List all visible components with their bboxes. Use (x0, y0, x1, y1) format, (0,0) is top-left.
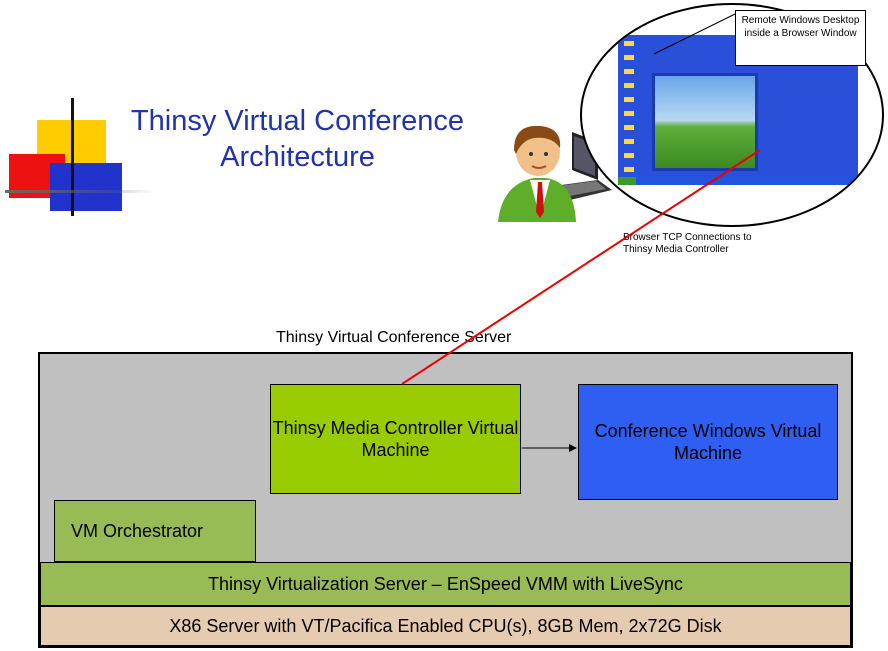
media-controller-label: Thinsy Media Controller Virtual Machine (272, 418, 519, 460)
virtualization-layer: Thinsy Virtualization Server – EnSpeed V… (40, 562, 851, 606)
desktop-icons (624, 41, 634, 176)
decor-blue-square (50, 163, 122, 211)
server-title: Thinsy Virtual Conference Server (276, 329, 512, 346)
inner-window (652, 73, 758, 171)
start-button (618, 177, 636, 185)
conference-vm-label: Conference Windows Virtual Machine (594, 421, 822, 463)
diagram-title: Thinsy Virtual Conference Architecture (130, 105, 465, 173)
hardware-layer: X86 Server with VT/Pacifica Enabled CPU(… (40, 606, 851, 646)
callout-box: Remote Windows Desktop inside a Browser … (735, 10, 866, 66)
vm-orchestrator: VM Orchestrator (54, 500, 256, 562)
decor-horizontal-line (5, 190, 155, 193)
conference-vm: Conference Windows Virtual Machine (578, 384, 838, 500)
hardware-label: X86 Server with VT/Pacifica Enabled CPU(… (169, 616, 722, 636)
virtualization-label: Thinsy Virtualization Server – EnSpeed V… (208, 574, 683, 594)
connection-label: Browser TCP Connections to Thinsy Media … (623, 232, 752, 255)
decor-vertical-line (71, 98, 74, 216)
media-controller-vm: Thinsy Media Controller Virtual Machine (270, 384, 521, 494)
taskbar (618, 177, 858, 185)
vm-orchestrator-label: VM Orchestrator (71, 521, 204, 541)
